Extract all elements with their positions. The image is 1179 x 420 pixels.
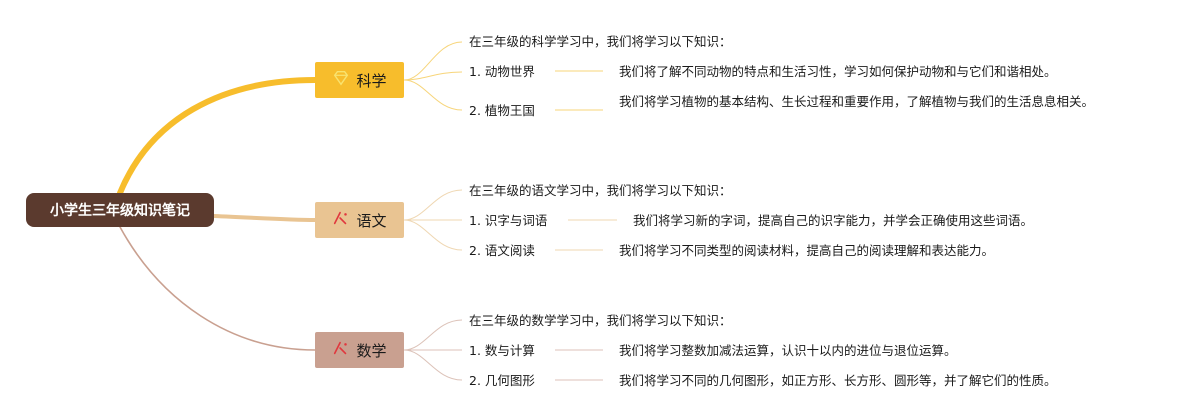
connector-math-intro <box>403 319 463 351</box>
sparkle-icon <box>332 339 350 361</box>
connector-science-intro <box>403 41 463 81</box>
branch-math[interactable]: 数学 <box>315 332 404 368</box>
math-item2-title: 2. 几何图形 <box>469 373 535 388</box>
science-item1-title: 1. 动物世界 <box>469 64 535 79</box>
branch-chinese-label: 语文 <box>356 211 387 230</box>
connector-root-chinese <box>212 214 317 222</box>
math-item2-desc: 我们将学习不同的几何图形，如正方形、长方形、圆形等，并了解它们的性质。 <box>619 373 1057 388</box>
root-node[interactable]: 小学生三年级知识笔记 <box>26 193 214 227</box>
math-item1-title: 1. 数与计算 <box>469 343 535 358</box>
science-item2-title: 2. 植物王国 <box>469 103 535 118</box>
connector-science-item1 <box>403 71 463 81</box>
chinese-item1-title: 1. 识字与词语 <box>469 213 548 228</box>
branch-science-label: 科学 <box>356 71 387 90</box>
math-item1-desc: 我们将学习整数加减法运算，认识十以内的进位与退位运算。 <box>619 343 957 358</box>
math-intro: 在三年级的数学学习中，我们将学习以下知识： <box>469 313 732 328</box>
connector-root-science <box>117 77 318 196</box>
chinese-item1-desc: 我们将学习新的字词，提高自己的识字能力，并学会正确使用这些词语。 <box>633 213 1034 228</box>
science-intro: 在三年级的科学学习中，我们将学习以下知识： <box>469 34 732 49</box>
diamond-icon <box>332 69 350 91</box>
branch-science[interactable]: 科学 <box>315 62 404 98</box>
branch-chinese[interactable]: 语文 <box>315 202 404 238</box>
connector-science-item2 <box>403 79 463 111</box>
science-item2-desc: 我们将学习植物的基本结构、生长过程和重要作用，了解植物与我们的生活息息相关。 <box>619 94 1095 109</box>
connector-math-item2 <box>403 349 463 381</box>
chinese-item2-desc: 我们将学习不同类型的阅读材料，提高自己的阅读理解和表达能力。 <box>619 243 995 258</box>
root-label: 小学生三年级知识笔记 <box>50 203 190 219</box>
chinese-intro: 在三年级的语文学习中，我们将学习以下知识： <box>469 183 732 198</box>
sparkle-icon <box>332 209 350 231</box>
branch-math-label: 数学 <box>356 341 387 360</box>
science-item1-desc: 我们将了解不同动物的特点和生活习性，学习如何保护动物和与它们和谐相处。 <box>619 64 1057 79</box>
chinese-item2-title: 2. 语文阅读 <box>469 243 535 258</box>
connector-chinese-intro <box>403 189 463 221</box>
connector-chinese-item2 <box>403 219 463 251</box>
connector-root-math <box>119 226 316 351</box>
